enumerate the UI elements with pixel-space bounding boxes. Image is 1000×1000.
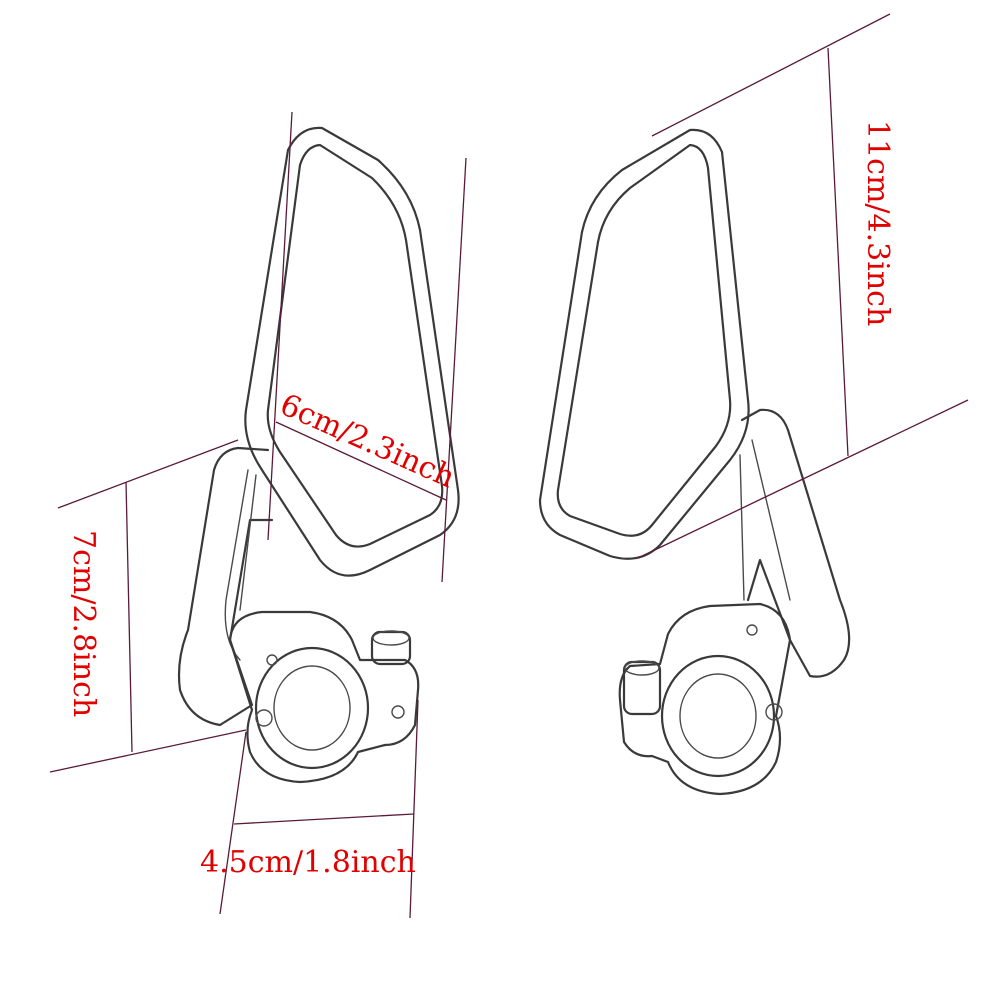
clamp-width-left-guide	[219, 731, 247, 915]
left-mirror	[177, 126, 460, 784]
arm-height-measure-line	[125, 481, 133, 753]
right-mirror-clamp-ring	[660, 654, 776, 778]
clamp-width-label: 4.5cm/1.8inch	[200, 845, 416, 880]
total-height-bottom-extension	[637, 399, 969, 559]
right-mirror-glass	[556, 143, 732, 537]
left-mirror-arm	[177, 446, 274, 727]
right-mirror-bolt	[622, 660, 662, 716]
glass-width-label: 6cm/2.3inch	[275, 387, 460, 495]
glass-width-measure-line	[275, 421, 447, 501]
right-mirror-frame-outer	[538, 128, 750, 560]
right-mirror-arm	[740, 408, 851, 678]
arm-height-bottom-extension	[49, 729, 247, 773]
arm-height-top-extension	[57, 439, 239, 509]
dimension-lines	[49, 13, 969, 919]
total-height-measure-line	[827, 47, 849, 457]
right-mirror-clamp	[618, 602, 792, 796]
left-mirror-clamp-ring	[254, 646, 370, 770]
arm-height-label: 7cm/2.8inch	[66, 530, 101, 717]
total-height-label: 11cm/4.3inch	[860, 120, 895, 326]
total-height-top-extension	[651, 13, 891, 137]
left-mirror-frame-outer	[244, 126, 460, 577]
right-mirror	[538, 128, 851, 796]
left-mirror-bolt	[370, 630, 412, 666]
clamp-width-right-guide	[409, 699, 419, 919]
left-mirror-glass	[266, 143, 444, 548]
clamp-width-measure-line	[233, 813, 415, 825]
left-mirror-clamp	[228, 610, 420, 784]
glass-width-left-guide	[267, 111, 293, 541]
glass-width-right-guide	[441, 157, 467, 583]
